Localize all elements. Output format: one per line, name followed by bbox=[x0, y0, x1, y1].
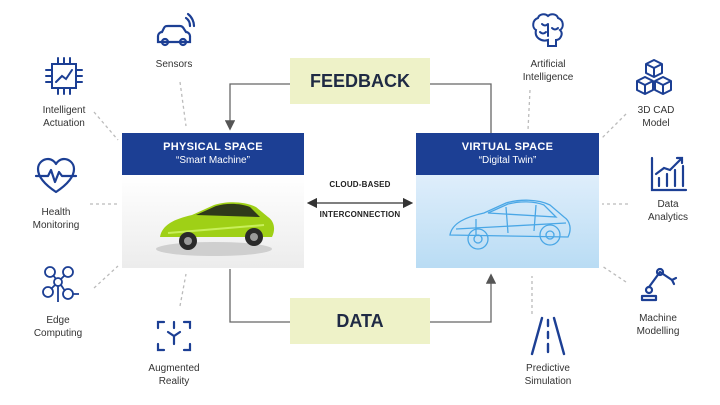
heart-pulse-icon bbox=[34, 154, 78, 198]
data-text: DATA bbox=[336, 311, 384, 331]
car-sensor-icon bbox=[152, 10, 196, 54]
virtual-space-subtitle: “Digital Twin” bbox=[478, 155, 537, 166]
virtual-space-image bbox=[416, 175, 599, 268]
green-car-icon bbox=[156, 202, 275, 256]
robot-arm-icon bbox=[636, 262, 680, 306]
label-augmented-reality: Augmented Reality bbox=[148, 363, 200, 387]
label-data-analytics: Data Analytics bbox=[647, 199, 688, 223]
physical-space-subtitle: “Smart Machine” bbox=[176, 155, 250, 166]
road-icon bbox=[526, 314, 570, 358]
label-health-monitoring: Health Monitoring bbox=[32, 207, 80, 231]
label-predictive-simulation: Predictive Simulation bbox=[524, 363, 572, 387]
stacked-cubes-icon bbox=[632, 56, 676, 100]
wireframe-car-icon bbox=[449, 199, 571, 250]
virtual-space-title: VIRTUAL SPACE bbox=[461, 141, 554, 153]
bar-chart-icon bbox=[646, 152, 690, 196]
label-machine-modelling: Machine Modelling bbox=[636, 313, 680, 337]
virtual-space-header: VIRTUAL SPACE “Digital Twin” bbox=[416, 133, 599, 175]
label-intelligent-actuation: Intelligent Actuation bbox=[42, 105, 86, 129]
label-sensors: Sensors bbox=[155, 59, 193, 70]
physical-space-title: PHYSICAL SPACE bbox=[163, 141, 263, 153]
brain-icon bbox=[526, 10, 570, 54]
interconnection-line2: INTERCONNECTION bbox=[319, 210, 401, 219]
label-artificial-intelligence: Artificial Intelligence bbox=[522, 59, 574, 83]
chip-chart-icon bbox=[42, 54, 86, 98]
label-edge-computing: Edge Computing bbox=[33, 315, 83, 339]
feedback-text: FEEDBACK bbox=[309, 71, 410, 91]
feedback-label: FEEDBACK bbox=[290, 58, 430, 104]
physical-space-header: PHYSICAL SPACE “Smart Machine” bbox=[122, 133, 304, 175]
network-nodes-icon bbox=[38, 262, 82, 306]
physical-space-image bbox=[122, 175, 304, 268]
data-label: DATA bbox=[290, 298, 430, 344]
interconnection-line1: CLOUD-BASED bbox=[329, 180, 391, 189]
ar-cube-icon bbox=[152, 314, 196, 358]
label-3d-cad-model: 3D CAD Model bbox=[637, 105, 675, 129]
